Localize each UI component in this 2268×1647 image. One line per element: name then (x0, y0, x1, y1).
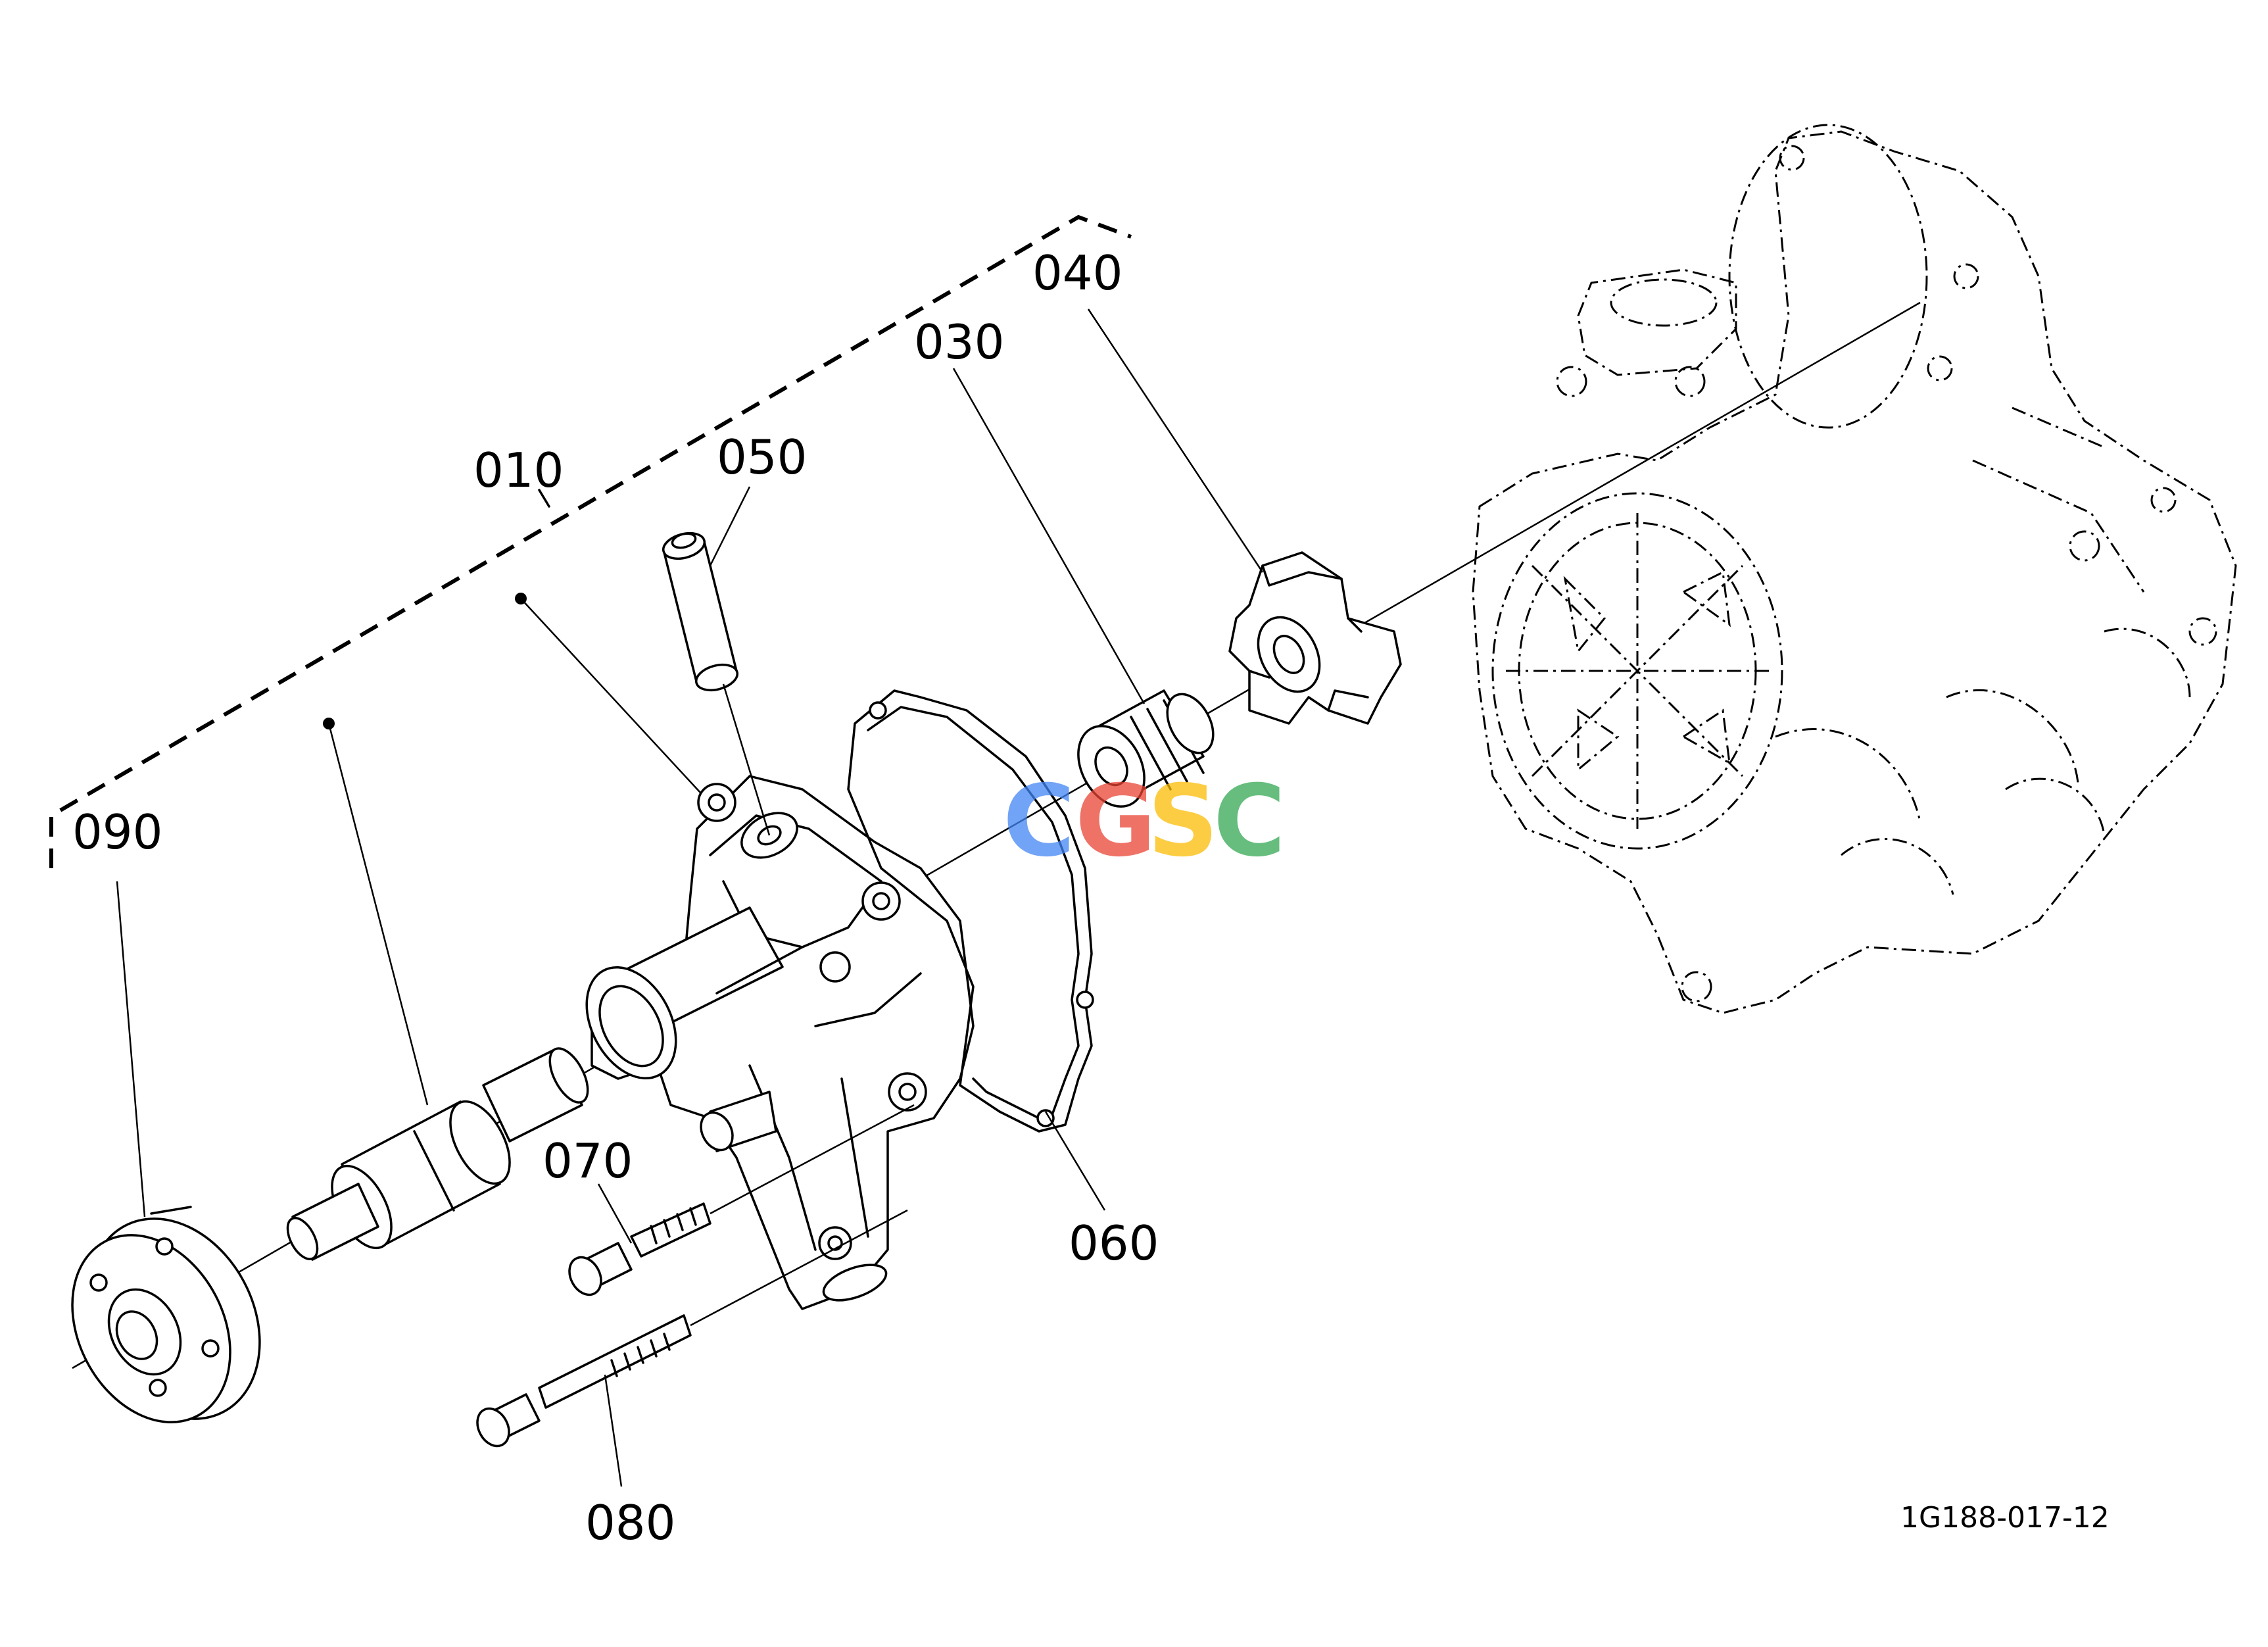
callout-010: 010 (473, 443, 564, 498)
part-070-bolt (568, 1104, 915, 1296)
leader-lines (116, 308, 1264, 1487)
part-090-pulley-flange (71, 1206, 261, 1423)
callout-050: 050 (717, 430, 807, 485)
callout-labels: 010 030 040 050 060 070 080 090 (72, 245, 1159, 1550)
cgsc-watermark-logo: C G S C (1003, 764, 1286, 879)
engine-block-outline (1472, 124, 2237, 1014)
part-060-gasket (847, 689, 1094, 1133)
watermark-letter-s: S (1147, 764, 1218, 879)
assembly-bracket-010 (49, 214, 1132, 868)
part-water-pump-body (585, 775, 975, 1310)
part-040-impeller (1228, 551, 1402, 725)
part-bearing-shaft (286, 1047, 589, 1261)
part-030-seal (1077, 689, 1215, 808)
callout-040: 040 (1032, 245, 1122, 301)
callout-090: 090 (72, 804, 162, 860)
watermark-letter-g: G (1075, 764, 1156, 879)
watermark-letter-c2: C (1213, 764, 1286, 879)
callout-070: 070 (543, 1133, 633, 1189)
callout-060: 060 (1069, 1216, 1159, 1271)
part-080-bolt (476, 1209, 908, 1448)
callout-080: 080 (585, 1495, 675, 1550)
callout-030: 030 (914, 314, 1004, 370)
drawing-number: 1G188-017-12 (1900, 1501, 2110, 1535)
part-050-pipe (662, 531, 771, 836)
watermark-letter-c1: C (1003, 764, 1075, 879)
